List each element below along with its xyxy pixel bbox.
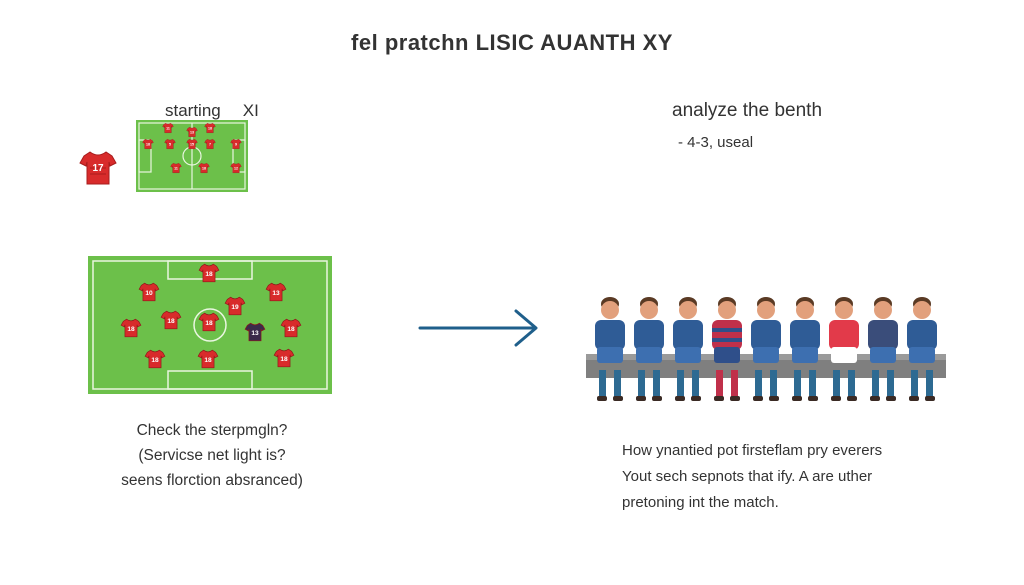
bench-player	[790, 297, 820, 401]
bench-player	[673, 297, 703, 401]
starting-xi-label: starting XI	[165, 101, 259, 121]
left-caption: Check the sterpmgln? (Servicse net light…	[82, 418, 342, 493]
player-number: 11	[174, 167, 178, 171]
player-number: 12	[234, 167, 238, 171]
player-number: 18	[204, 357, 212, 364]
player-number: 18	[202, 167, 206, 171]
player-jersey-icon: 18	[120, 318, 142, 338]
player-jersey-icon: 18	[160, 310, 182, 330]
bench-player	[907, 297, 937, 401]
arrow-right-icon	[418, 309, 538, 347]
player-number: 18	[146, 143, 150, 147]
bench-player	[634, 297, 664, 401]
bench-player	[595, 297, 625, 401]
right-caption-line: pretoning int the match.	[622, 494, 779, 511]
player-jersey-icon: 18	[142, 138, 154, 149]
player-number: 18	[280, 356, 288, 363]
right-caption-line: How ynantied pot firsteflam pry everers	[622, 442, 883, 459]
starting-word: starting	[165, 101, 221, 120]
player-jersey-icon: 18	[198, 263, 220, 283]
player-number: 10	[145, 290, 153, 297]
left-caption-line: seens florction absranced)	[121, 472, 303, 489]
player-jersey-icon: 18	[204, 122, 216, 133]
player-number: 19	[231, 304, 239, 311]
bench-player	[751, 297, 781, 401]
player-number: 5	[169, 143, 171, 147]
player-jersey-icon: 11	[162, 122, 174, 133]
left-caption-line: Check the sterpmgln?	[136, 422, 288, 439]
player-number: 18	[205, 320, 213, 327]
substitutes-bench	[586, 297, 946, 401]
player-number: 18	[151, 357, 159, 364]
player-jersey-icon: 10	[138, 282, 160, 302]
xi-word: XI	[242, 101, 259, 120]
player-jersey-icon: 9	[230, 138, 242, 149]
player-jersey-icon: 7	[204, 138, 216, 149]
player-number: 18	[205, 271, 213, 278]
bench-heading: analyze the benth	[672, 100, 823, 121]
bench-player	[868, 297, 898, 401]
left-caption-line: (Servicse net light is?	[138, 447, 286, 464]
bench-player	[712, 297, 742, 401]
player-number: 11	[166, 127, 170, 131]
right-caption-line: Yout sech sepnots that ify. A are uther	[622, 468, 873, 485]
player-jersey-icon: 5	[164, 138, 176, 149]
right-caption: How ynantied pot firsteflam pry everers …	[622, 438, 882, 516]
player-number: 18	[127, 326, 135, 333]
player-jersey-icon: 18	[198, 312, 220, 332]
jersey-number: 17	[92, 163, 104, 174]
player-number: 13	[190, 131, 194, 135]
player-number: 9	[235, 143, 237, 147]
player-number: 18	[287, 326, 295, 333]
jersey-icon: 17	[79, 151, 117, 185]
formation-pitch: 18 10 13 19 18 18 18 13 18 18 18 18	[88, 256, 332, 394]
starting-xi-pitch: 11 18 13 5 15 7 18 9 11 18 12	[136, 120, 248, 192]
player-jersey-icon: 18	[197, 349, 219, 369]
player-jersey-icon: 15	[186, 138, 198, 149]
player-jersey-icon: 18	[273, 348, 295, 368]
player-jersey-icon: 19	[224, 296, 246, 316]
player-jersey-icon: 11	[170, 162, 182, 173]
player-jersey-icon: 13	[244, 322, 266, 342]
player-number: 13	[251, 330, 259, 337]
player-number: 18	[167, 318, 175, 325]
player-jersey-icon: 12	[230, 162, 242, 173]
bench-player	[829, 297, 859, 401]
player-number: 13	[272, 290, 280, 297]
player-number: 7	[209, 143, 211, 147]
player-number: 18	[208, 127, 212, 131]
player-jersey-icon: 18	[280, 318, 302, 338]
player-jersey-icon: 13	[186, 126, 198, 137]
bench-subheading: - 4-3, useal	[678, 134, 754, 151]
player-jersey-icon: 13	[265, 282, 287, 302]
player-number: 15	[190, 143, 194, 147]
player-jersey-icon: 18	[198, 162, 210, 173]
page-title: fel pratchn LISIC AUANTH XY	[351, 30, 673, 55]
player-jersey-icon: 18	[144, 349, 166, 369]
